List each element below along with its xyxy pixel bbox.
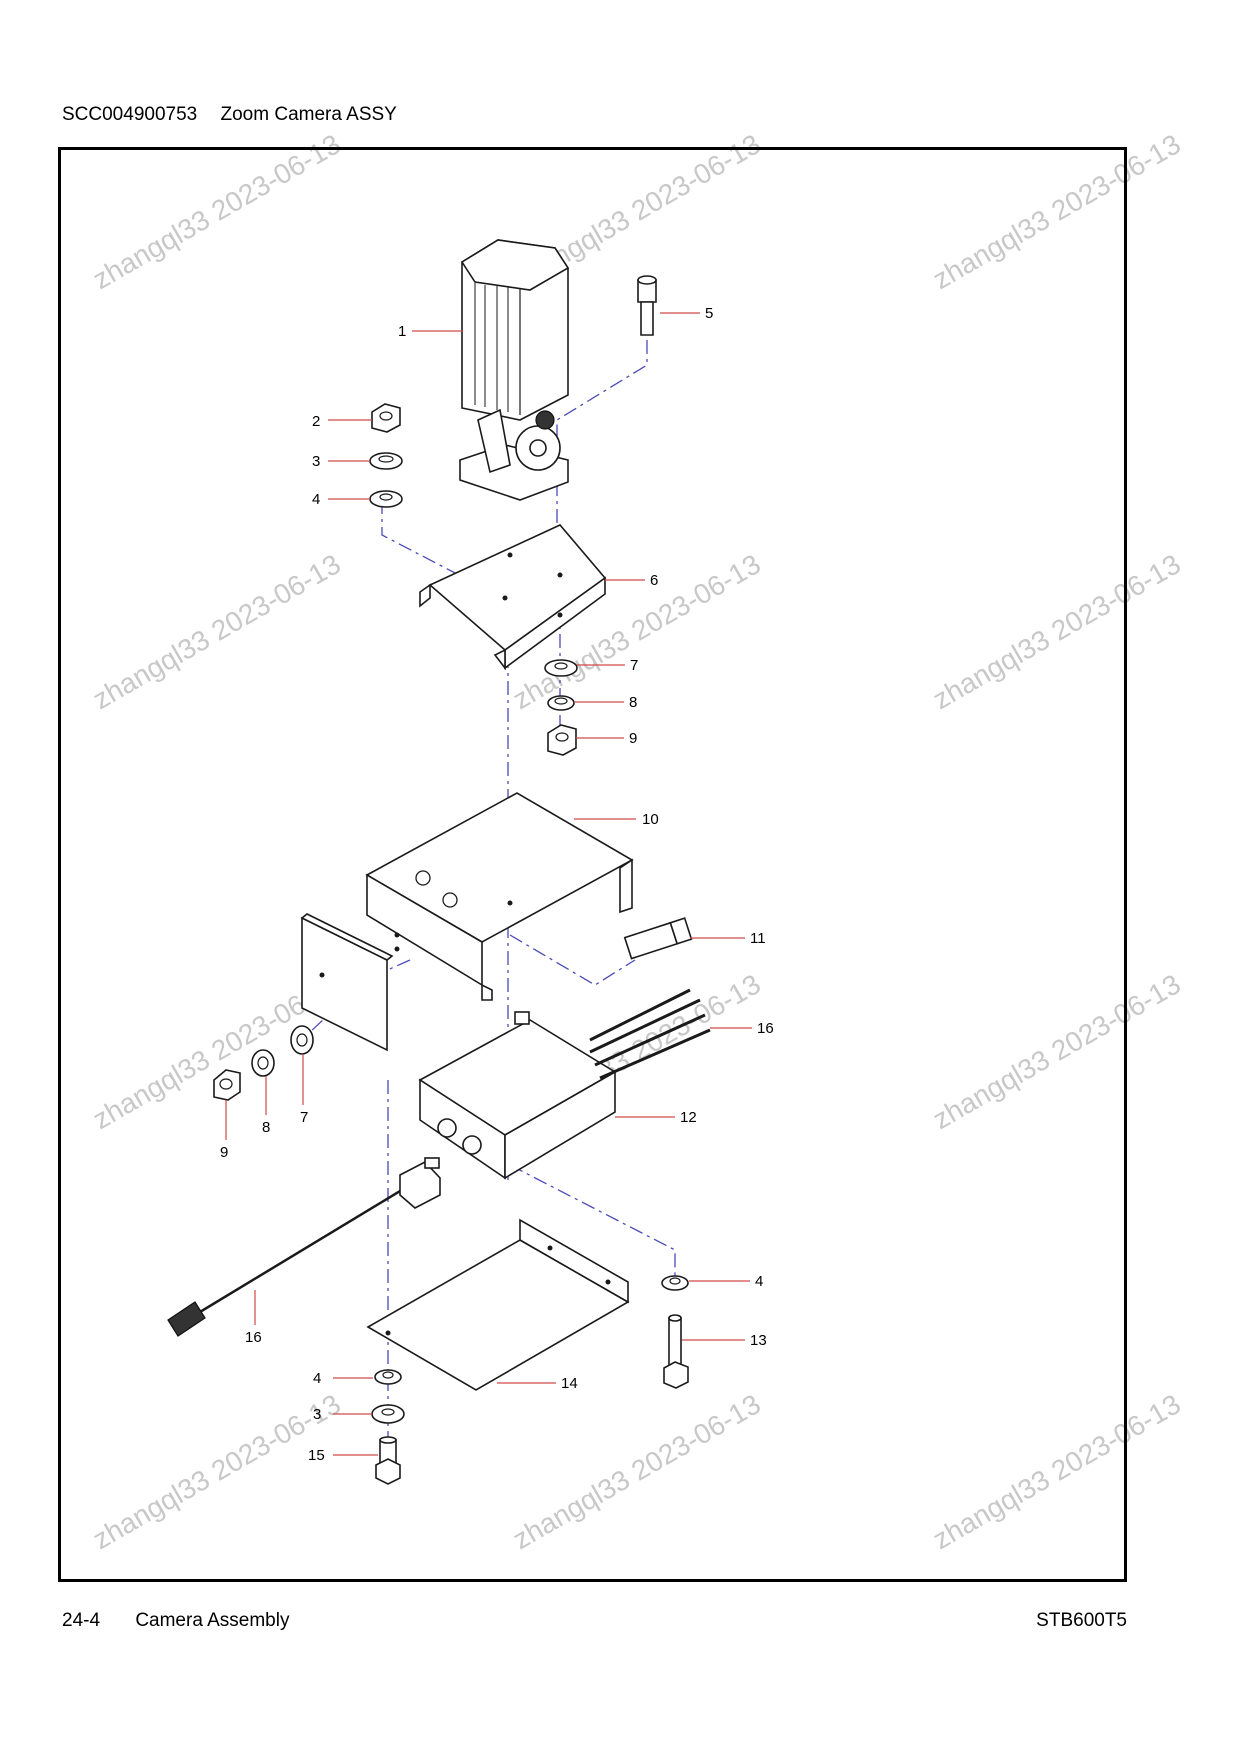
callout-label: 7 <box>630 657 638 674</box>
bottom-plate <box>366 1218 630 1391</box>
flat-washer <box>290 1025 314 1055</box>
flat-washer <box>374 1369 402 1385</box>
lock-washer <box>371 1404 405 1424</box>
callout-label: 9 <box>629 730 637 747</box>
callout-label: 16 <box>245 1329 262 1346</box>
flat-washer <box>661 1275 689 1291</box>
page-footer: 24-4 Camera Assembly <box>62 1610 289 1632</box>
callout-label: 8 <box>262 1119 270 1136</box>
camera-pivot-hub <box>529 439 547 457</box>
mounting-bracket <box>419 524 607 671</box>
part-code: SCC004900753 <box>62 104 198 125</box>
callout-label: 13 <box>750 1332 767 1349</box>
lock-washer <box>547 695 575 711</box>
camera-top <box>460 239 570 291</box>
lock-washer <box>251 1049 275 1077</box>
section-title: Camera Assembly <box>135 1610 290 1631</box>
cap-screw <box>637 275 657 336</box>
flat-washer <box>369 490 403 508</box>
assembly-title: Zoom Camera ASSY <box>220 104 397 125</box>
hex-nut <box>213 1069 241 1101</box>
centerline <box>509 934 636 986</box>
signal-cable <box>167 1157 441 1337</box>
callout-label: 9 <box>220 1144 228 1161</box>
callout-label: 10 <box>642 811 659 828</box>
camera-bracket <box>477 408 511 474</box>
hex-nut <box>371 403 401 433</box>
main-bracket <box>365 792 634 1001</box>
leader-lines <box>225 312 752 1456</box>
model-code: STB600T5 <box>1036 1610 1127 1631</box>
flat-washer <box>544 659 578 677</box>
callout-label: 8 <box>629 694 637 711</box>
callout-label: 3 <box>313 1406 321 1423</box>
zoom-camera <box>459 239 570 501</box>
callout-label: 4 <box>313 1370 321 1387</box>
centerline <box>509 1164 676 1280</box>
callout-labels: 1 2 3 4 5 6 7 8 9 10 11 16 12 9 8 7 4 13… <box>220 305 774 1464</box>
hex-bolt <box>375 1436 401 1485</box>
callout-label: 4 <box>755 1273 763 1290</box>
callout-label: 1 <box>398 323 406 340</box>
camera-knob <box>535 410 555 430</box>
callout-label: 14 <box>561 1375 578 1392</box>
callout-label: 3 <box>312 453 320 470</box>
callout-label: 11 <box>750 930 766 947</box>
callout-label: 5 <box>705 305 713 322</box>
callout-label: 16 <box>757 1020 774 1037</box>
callout-label: 2 <box>312 413 320 430</box>
callout-label: 6 <box>650 572 658 589</box>
callout-label: 7 <box>300 1109 308 1126</box>
diagram-frame <box>58 147 1127 1582</box>
cap-screw <box>623 917 693 960</box>
callout-label: 15 <box>308 1447 325 1464</box>
lock-washer <box>369 452 403 470</box>
hex-nut <box>547 724 577 756</box>
page-number: 24-4 <box>62 1610 101 1631</box>
hex-bolt <box>663 1314 689 1389</box>
antenna-cables <box>589 988 711 1080</box>
callout-label: 12 <box>680 1109 697 1126</box>
side-plate <box>300 913 394 1052</box>
callout-label: 4 <box>312 491 320 508</box>
control-box <box>418 1011 617 1180</box>
diagram-header: SCC004900753 Zoom Camera ASSY <box>62 104 397 126</box>
